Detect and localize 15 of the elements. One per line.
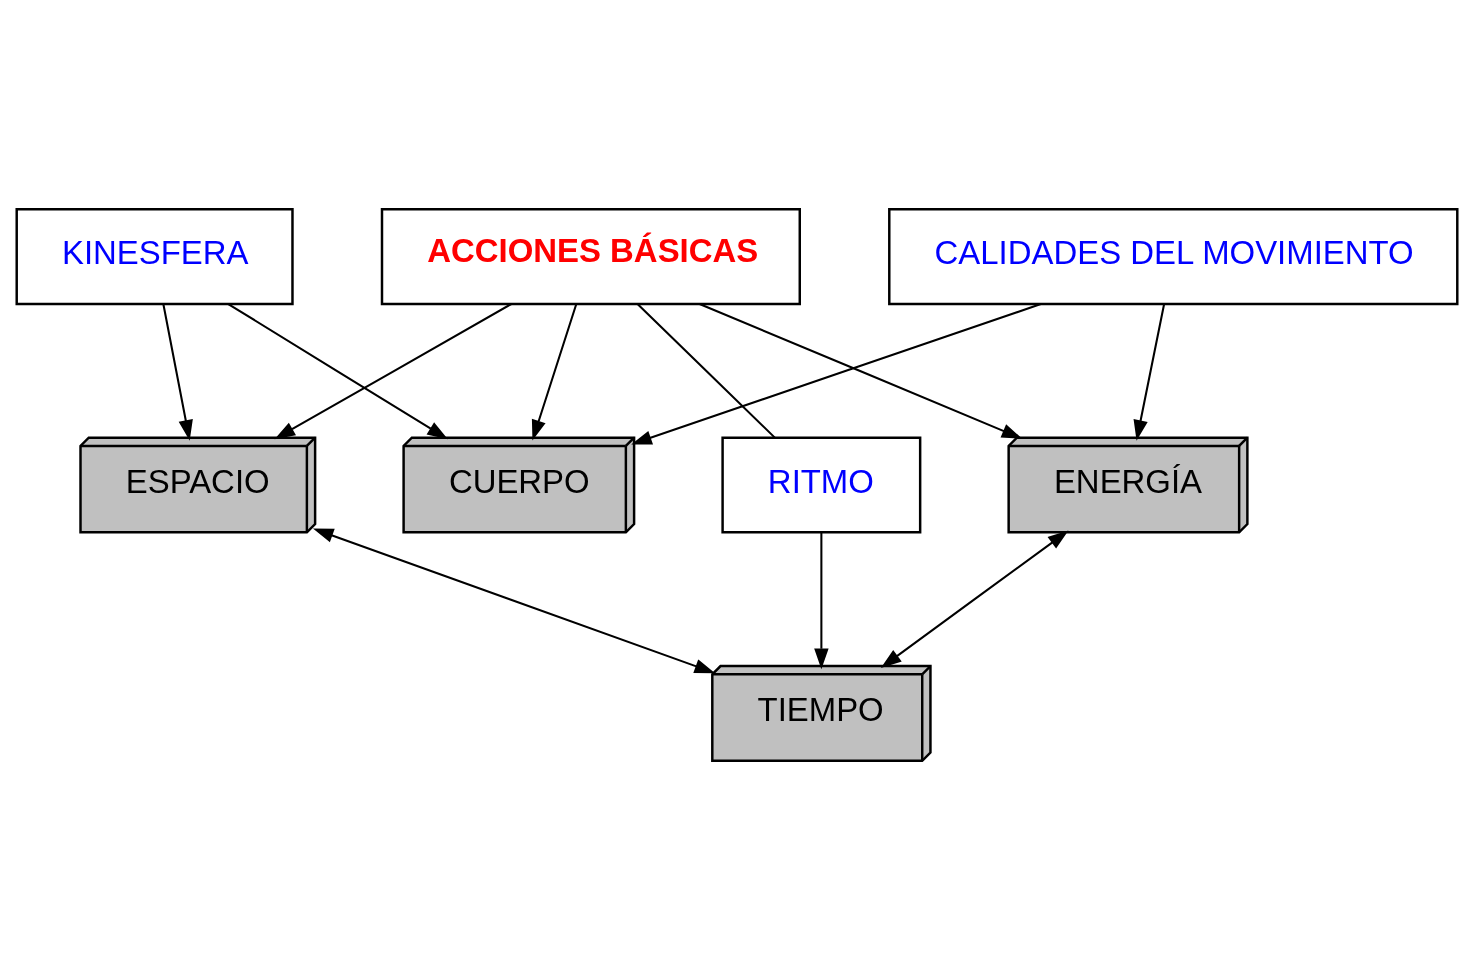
node-box: KINESFERA [15, 208, 294, 306]
arrow [312, 528, 716, 674]
node-box: ACCIONES BÁSICAS [380, 208, 801, 306]
arrow [1133, 303, 1166, 441]
arrow [274, 303, 512, 440]
arrow [162, 303, 193, 441]
arrow [880, 530, 1069, 668]
arrow [814, 532, 829, 670]
node-box: CALIDADES DEL MOVIMIENTO [888, 208, 1459, 306]
arrow [631, 303, 1042, 445]
arrow [227, 303, 448, 440]
node-box: RITMO [721, 436, 922, 534]
connector [636, 303, 776, 439]
arrow [699, 303, 1023, 439]
arrow [531, 303, 578, 441]
